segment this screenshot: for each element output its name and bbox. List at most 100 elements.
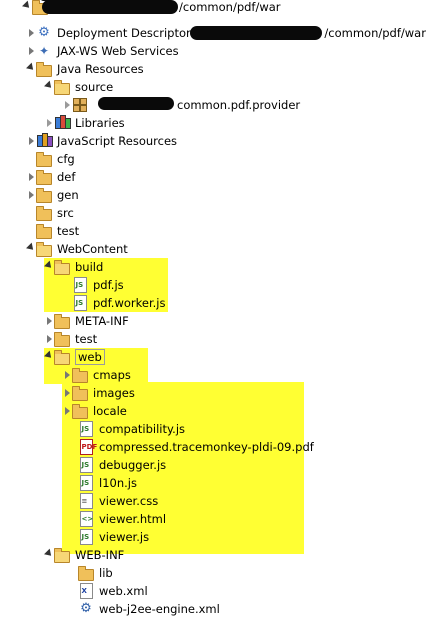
tree-item-jaxws[interactable]: ✦ JAX-WS Web Services [26, 42, 179, 60]
tree-item-pdf-js[interactable]: JS pdf.js [72, 276, 124, 294]
gen-label: gen [57, 188, 79, 202]
project-path: /common/pdf/war [179, 0, 281, 14]
tree-item-package[interactable]: common.pdf.provider [62, 96, 300, 114]
src-label: src [57, 206, 74, 220]
tree-item-meta-inf[interactable]: META-INF [44, 312, 129, 330]
expand-arrow[interactable] [62, 384, 72, 402]
redaction-mark [40, 0, 170, 1]
tree-item-debugger-js[interactable]: JS debugger.js [78, 456, 166, 474]
tree-item-test[interactable]: test [26, 222, 79, 240]
folder-icon [54, 313, 70, 329]
pdf-js-label: pdf.js [93, 278, 124, 292]
tree-item-gen[interactable]: gen [26, 186, 79, 204]
expand-arrow[interactable] [26, 240, 36, 258]
tree-item-pdf-worker-js[interactable]: JS pdf.worker.js [72, 294, 165, 312]
html-file-icon: <> [78, 511, 94, 527]
folder-icon [36, 169, 52, 185]
package-label: common.pdf.provider [177, 98, 301, 112]
deployment-descriptor-label: Deployment Descriptor: [57, 26, 195, 40]
libraries-label: Libraries [75, 116, 125, 130]
folder-open-icon [36, 241, 52, 257]
tree-item-web-j2ee-engine-xml[interactable]: ⚙ web-j2ee-engine.xml [78, 600, 220, 618]
build-label: build [75, 260, 104, 274]
web-inf-label: WEB-INF [75, 548, 125, 562]
expand-arrow-placeholder [26, 222, 36, 240]
redaction-mark [190, 26, 322, 40]
tree-item-locale[interactable]: locale [62, 402, 127, 420]
expand-arrow[interactable] [22, 0, 32, 16]
tree-item-cfg[interactable]: cfg [26, 150, 75, 168]
tree-item-src[interactable]: src [26, 204, 74, 222]
cmaps-label: cmaps [93, 368, 131, 382]
expand-arrow-placeholder [26, 204, 36, 222]
compatibility-js-label: compatibility.js [99, 422, 186, 436]
tree-item-web-xml[interactable]: X web.xml [78, 582, 148, 600]
web-j2ee-engine-label: web-j2ee-engine.xml [99, 602, 220, 616]
expand-arrow[interactable] [44, 258, 54, 276]
javascript-file-icon: JS [78, 421, 94, 437]
tree-item-viewer-css[interactable]: ≡ viewer.css [78, 492, 158, 510]
folder-icon [36, 151, 52, 167]
tree-item-lib[interactable]: lib [78, 564, 113, 582]
tree-item-images[interactable]: images [62, 384, 135, 402]
expand-arrow[interactable] [26, 24, 36, 42]
tree-item-cmaps[interactable]: cmaps [62, 366, 131, 384]
web-xml-label: web.xml [99, 584, 148, 598]
folder-icon [72, 403, 88, 419]
tree-item-def[interactable]: def [26, 168, 75, 186]
webcontent-label: WebContent [57, 242, 128, 256]
expand-arrow[interactable] [26, 60, 36, 78]
expand-arrow[interactable] [62, 96, 72, 114]
cfg-label: cfg [57, 152, 75, 166]
expand-arrow[interactable] [44, 546, 54, 564]
source-folder-icon [54, 79, 70, 95]
expand-arrow-placeholder [26, 150, 36, 168]
xml-file-icon: X [78, 583, 94, 599]
folder-open-icon [54, 349, 70, 365]
java-resources-label: Java Resources [57, 62, 144, 76]
expand-arrow[interactable] [62, 366, 72, 384]
viewer-css-label: viewer.css [99, 494, 159, 508]
folder-icon [36, 187, 52, 203]
tree-item-compatibility-js[interactable]: JS compatibility.js [78, 420, 185, 438]
test-webcontent-label: test [75, 332, 98, 346]
tree-item-l10n-js[interactable]: JS l10n.js [78, 474, 137, 492]
tree-item-test-webcontent[interactable]: test [44, 330, 97, 348]
tree-item-web[interactable]: web [44, 348, 105, 366]
expand-arrow[interactable] [26, 132, 36, 150]
tree-item-deployment-descriptor[interactable]: ⚙ Deployment Descriptor: /common/pdf/war [26, 24, 426, 42]
expand-arrow[interactable] [26, 42, 36, 60]
expand-arrow[interactable] [44, 330, 54, 348]
tree-item-compressed-pdf[interactable]: PDF compressed.tracemonkey-pldi-09.pdf [78, 438, 314, 456]
tree-item-viewer-html[interactable]: <> viewer.html [78, 510, 166, 528]
expand-arrow[interactable] [44, 348, 54, 366]
expand-arrow[interactable] [26, 186, 36, 204]
javascript-resources-label: JavaScript Resources [57, 134, 178, 148]
folder-icon [78, 565, 94, 581]
folder-icon [36, 223, 52, 239]
folder-open-icon [54, 259, 70, 275]
expand-arrow[interactable] [26, 168, 36, 186]
tree-item-web-inf[interactable]: WEB-INF [44, 546, 124, 564]
config-xml-icon: ⚙ [80, 601, 92, 616]
tree-item-webcontent[interactable]: WebContent [26, 240, 128, 258]
web-services-icon: ✦ [38, 44, 50, 58]
package-icon [72, 97, 88, 113]
tree-item-javascript-resources[interactable]: JavaScript Resources [26, 132, 177, 150]
css-file-icon: ≡ [78, 493, 94, 509]
javascript-file-icon: JS [78, 475, 94, 491]
tree-item-libraries[interactable]: Libraries [44, 114, 125, 132]
expand-arrow[interactable] [62, 402, 72, 420]
expand-arrow[interactable] [44, 78, 54, 96]
javascript-file-icon: JS [72, 277, 88, 293]
tree-item-java-resources[interactable]: Java Resources [26, 60, 144, 78]
javascript-file-icon: JS [78, 529, 94, 545]
javascript-file-icon: JS [72, 295, 88, 311]
expand-arrow[interactable] [44, 114, 54, 132]
tree-item-build[interactable]: build [44, 258, 103, 276]
tree-item-source[interactable]: source [44, 78, 113, 96]
expand-arrow[interactable] [44, 312, 54, 330]
tree-item-viewer-js[interactable]: JS viewer.js [78, 528, 149, 546]
deployment-descriptor-icon: ⚙ [38, 25, 50, 40]
folder-icon [72, 367, 88, 383]
